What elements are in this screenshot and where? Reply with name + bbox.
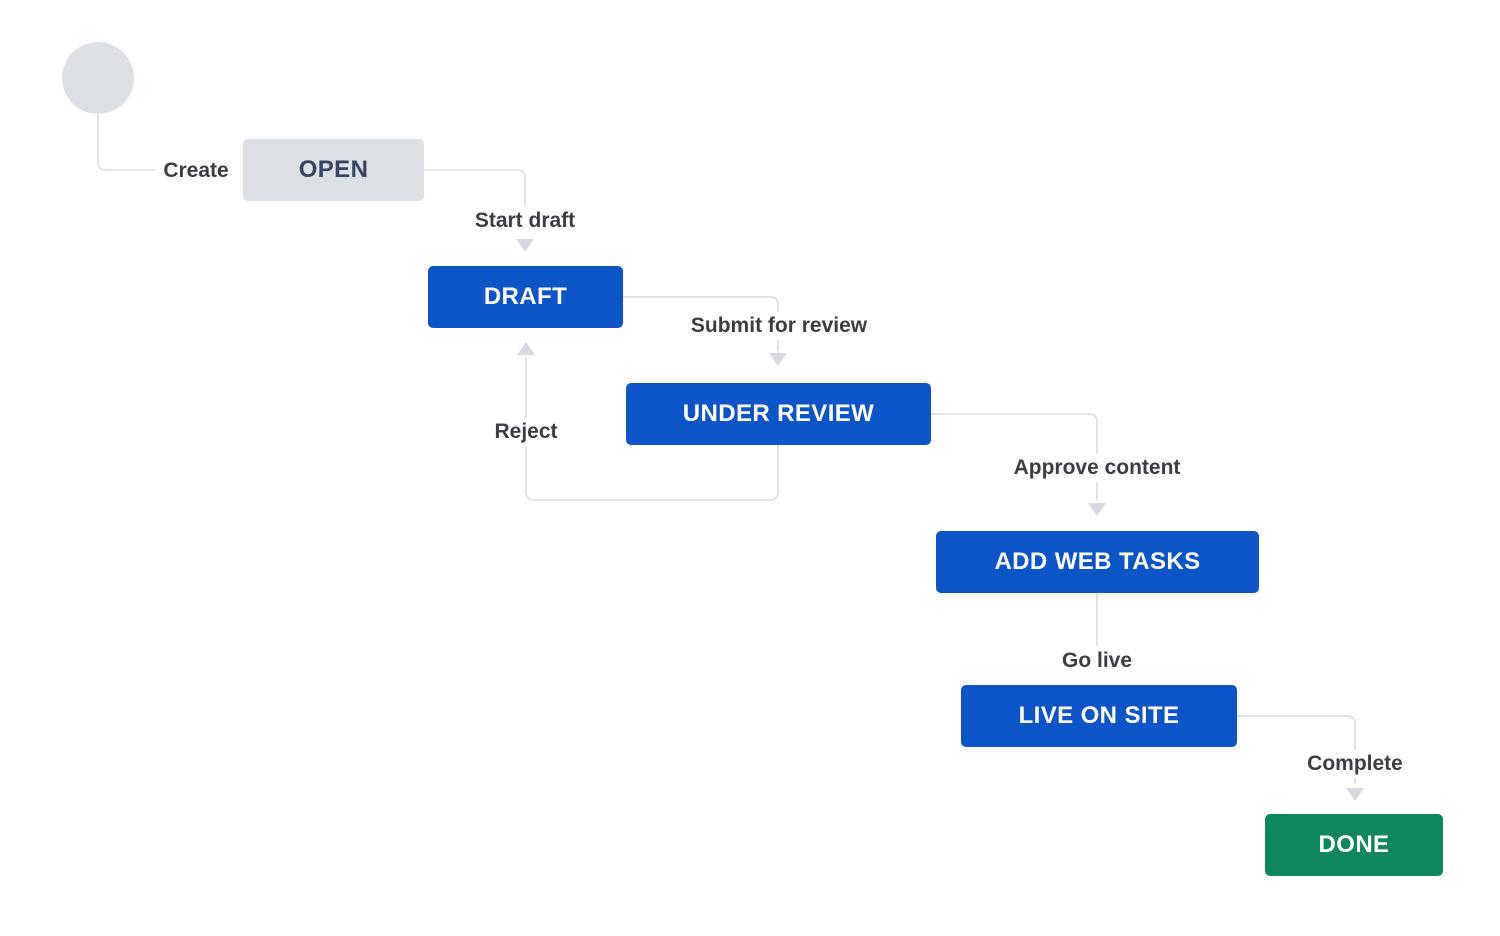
transition-start-draft-label[interactable]: Start draft: [466, 207, 584, 235]
transition-submit-for-review-label[interactable]: Submit for review: [682, 312, 876, 340]
transition-complete-label[interactable]: Complete: [1299, 750, 1411, 778]
status-draft[interactable]: DRAFT: [428, 266, 623, 328]
transition-start-draft-path: [423, 169, 526, 236]
status-add-web-tasks[interactable]: ADD WEB TASKS: [936, 531, 1259, 593]
status-open[interactable]: OPEN: [243, 139, 424, 201]
status-under-review[interactable]: UNDER REVIEW: [626, 383, 931, 445]
transition-submit-path: [622, 296, 779, 351]
complete-arrowhead-icon: [1346, 788, 1364, 801]
transition-approve-path: [930, 413, 1098, 501]
transition-approve-content-label[interactable]: Approve content: [1005, 454, 1189, 482]
transition-reject-label[interactable]: Reject: [486, 418, 566, 446]
status-live-on-site[interactable]: LIVE ON SITE: [961, 685, 1237, 747]
transition-create-path: [97, 113, 159, 171]
submit-arrowhead-icon: [769, 353, 787, 366]
approve-arrowhead-icon: [1088, 503, 1106, 516]
transition-create-label[interactable]: Create: [155, 157, 237, 185]
transition-reject-path: [525, 357, 779, 501]
start-draft-arrowhead-icon: [516, 239, 534, 252]
start-node-circle[interactable]: [62, 42, 134, 114]
transition-complete-path: [1236, 715, 1356, 784]
reject-arrowhead-icon: [517, 342, 535, 355]
status-done[interactable]: DONE: [1265, 814, 1443, 876]
transition-go-live-label[interactable]: Go live: [1053, 647, 1141, 675]
